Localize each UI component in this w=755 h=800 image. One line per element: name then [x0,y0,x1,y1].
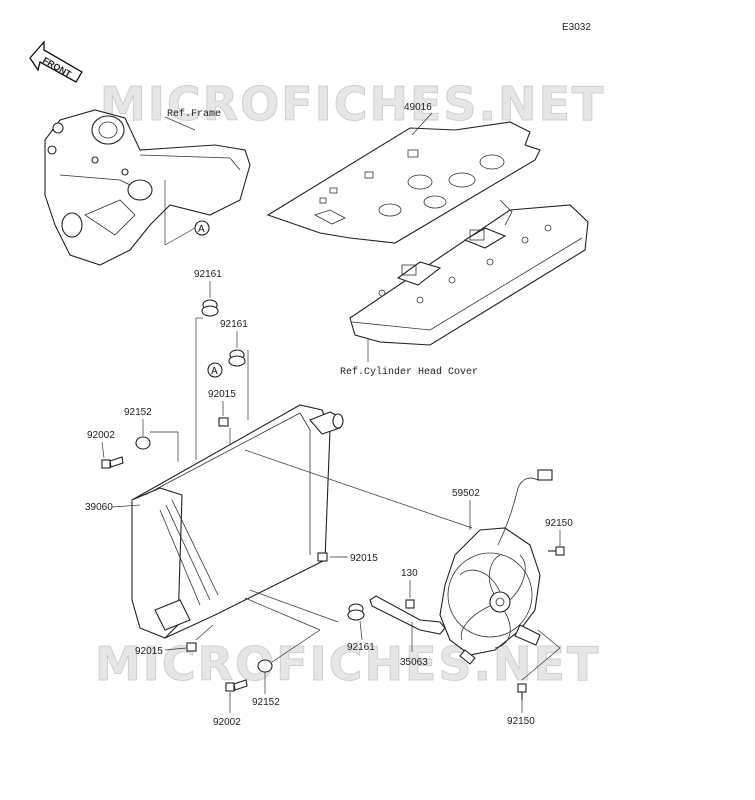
callout-a-top-label: A [198,224,205,235]
cooling-fan-59502 [439,469,553,665]
bolt-130 [405,599,415,609]
ref-frame-label: Ref.Frame [167,108,221,120]
part-92015-right: 92015 [350,553,378,564]
watermark-bottom: MICROFICHES.NET [95,637,600,691]
part-59502: 59502 [452,488,480,499]
clip-92015-bottom [186,642,197,652]
washer-92152-bottom [257,659,273,673]
gasket-49016 [266,121,541,244]
part-39060: 39060 [85,502,113,513]
callout-a-top [194,220,210,236]
part-92152-bottom: 92152 [252,697,280,708]
front-arrow-icon: FRONT [29,40,83,83]
bracket-35063 [369,595,446,635]
ref-cylinder-head-cover-label: Ref.Cylinder Head Cover [340,366,478,378]
watermark-top: MICROFICHES.NET [100,77,605,131]
grommet-92161-top [201,299,219,317]
grommet-92161-mid [228,349,246,367]
part-92150-bottom: 92150 [507,716,535,727]
part-92015-bottom: 92015 [135,646,163,657]
radiator-39060 [131,404,344,639]
cylinder-head-cover [349,199,589,346]
part-92015-top: 92015 [208,389,236,400]
part-35063: 35063 [400,657,428,668]
callout-a-mid-label: A [211,366,218,377]
part-92150-top: 92150 [545,518,573,529]
bolt-92150-top [548,546,565,556]
bolt-92150-bottom [517,683,527,700]
callout-a-mid [207,362,223,378]
diagram-code: E3032 [562,22,591,33]
part-130: 130 [401,568,418,579]
part-49016: 49016 [404,102,432,113]
frame-assembly [44,109,251,266]
bolt-92002-top [101,456,124,469]
bolt-92002-bottom [225,679,248,692]
part-92161-top: 92161 [194,269,222,280]
clip-92015-top [218,417,229,427]
part-92002-top: 92002 [87,430,115,441]
part-92161-bottom: 92161 [347,642,375,653]
washer-92152-top [135,436,151,450]
part-92161-mid: 92161 [220,319,248,330]
grommet-92161-bottom [347,603,365,621]
clip-92015-right [317,552,328,562]
part-92002-bottom: 92002 [213,717,241,728]
part-92152-top: 92152 [124,407,152,418]
